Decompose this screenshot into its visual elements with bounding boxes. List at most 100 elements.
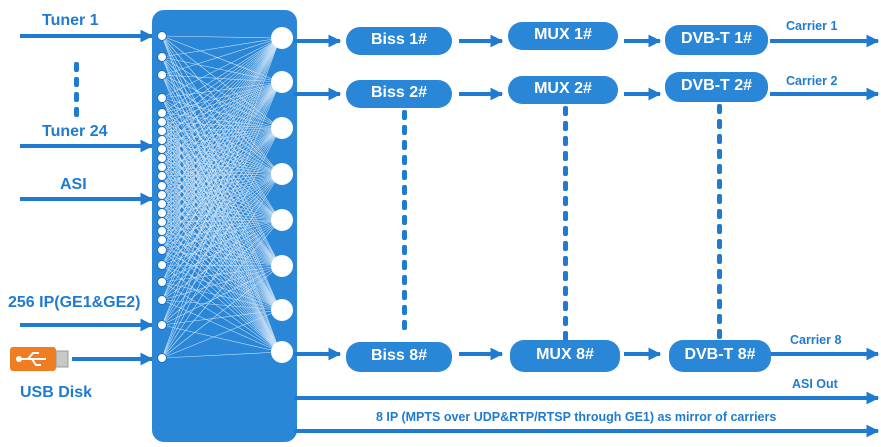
input-port xyxy=(157,93,167,103)
biss-2-box xyxy=(346,80,452,108)
input-port xyxy=(157,260,167,270)
ellipsis-dot xyxy=(563,151,568,161)
input-port xyxy=(157,295,167,305)
input-port xyxy=(157,320,167,330)
ellipsis-dot xyxy=(717,119,722,129)
ip-mirror-label: 8 IP (MPTS over UDP&RTP/RTSP through GE1… xyxy=(376,410,777,424)
mux-2-label: MUX 2# xyxy=(534,80,592,97)
biss-8-label: Biss 8# xyxy=(370,347,428,364)
dvbt-2-box xyxy=(665,72,768,102)
input-port xyxy=(157,199,167,209)
input-port xyxy=(157,181,167,191)
carrier-8-label: Carrier 8 xyxy=(790,333,842,347)
input-port xyxy=(157,108,167,118)
input-port xyxy=(157,144,167,154)
dvbt-2-label: DVB-T 2# xyxy=(680,77,753,94)
ellipsis-dot xyxy=(402,305,407,315)
input-port xyxy=(157,70,167,80)
ellipsis-dot xyxy=(563,121,568,131)
input-port xyxy=(157,208,167,218)
carrier-1-label: Carrier 1 xyxy=(786,19,838,33)
ellipsis-dot xyxy=(563,166,568,176)
usb-disk-label: USB Disk xyxy=(20,384,93,401)
ellipsis-dot xyxy=(563,196,568,206)
ellipsis-dot xyxy=(402,110,407,120)
ellipsis-dot xyxy=(402,125,407,135)
asi-input-label: ASI xyxy=(60,176,87,193)
dvbt-1-label: DVB-T 1# xyxy=(680,30,753,47)
biss-1-box xyxy=(346,27,452,55)
ellipsis-dot xyxy=(717,269,722,279)
input-port xyxy=(157,52,167,62)
routing-matrix xyxy=(152,10,297,442)
ip-input-label: 256 IP(GE1&GE2) xyxy=(8,294,141,311)
chain-arrows xyxy=(294,34,880,438)
output-port xyxy=(271,209,293,231)
ellipsis-dot xyxy=(563,316,568,326)
output-port xyxy=(271,299,293,321)
ellipsis-dot xyxy=(717,209,722,219)
ellipsis-dot xyxy=(563,106,568,116)
tuner-24-label: Tuner 24 xyxy=(42,123,108,140)
ellipsis-dot xyxy=(717,149,722,159)
ellipsis-dot xyxy=(563,226,568,236)
ellipsis-dot xyxy=(563,331,568,341)
input-port xyxy=(157,162,167,172)
mux-1-label: MUX 1# xyxy=(534,26,592,43)
ellipsis-dot xyxy=(563,241,568,251)
biss-1-label: Biss 1# xyxy=(370,31,428,48)
ellipsis-dot xyxy=(717,164,722,174)
output-port xyxy=(271,71,293,93)
ellipsis-dot xyxy=(563,211,568,221)
input-port xyxy=(157,235,167,245)
mux-2-box xyxy=(508,76,618,104)
ellipsis-dot xyxy=(402,320,407,330)
output-port xyxy=(271,117,293,139)
ellipsis-dot xyxy=(563,136,568,146)
processing-boxes xyxy=(346,22,771,372)
ellipsis-dot xyxy=(563,181,568,191)
ellipsis-dot xyxy=(402,185,407,195)
ellipsis-dot xyxy=(717,314,722,324)
ellipsis-dot xyxy=(717,299,722,309)
ellipsis-dot xyxy=(717,284,722,294)
ellipsis-dot xyxy=(717,329,722,339)
ellipsis-dot xyxy=(717,134,722,144)
ellipsis-dot xyxy=(402,230,407,240)
biss-2-label: Biss 2# xyxy=(370,84,428,101)
dvbt-1-box xyxy=(665,25,768,55)
output-port xyxy=(271,341,293,363)
input-port xyxy=(157,226,167,236)
carrier-2-label: Carrier 2 xyxy=(786,74,838,88)
dvbt-8-label: DVB-T 8# xyxy=(684,346,756,363)
input-port xyxy=(157,126,167,136)
ellipsis-dot xyxy=(402,170,407,180)
input-port xyxy=(157,135,167,145)
input-port xyxy=(157,117,167,127)
input-port xyxy=(157,31,167,41)
ellipsis-dot xyxy=(402,245,407,255)
mux-8-label: MUX 8# xyxy=(536,346,594,363)
asi-out-label: ASI Out xyxy=(792,377,838,391)
ellipsis-dot xyxy=(402,155,407,165)
ellipsis-dot xyxy=(402,290,407,300)
input-port xyxy=(157,277,167,287)
ellipsis-dot xyxy=(563,301,568,311)
input-port xyxy=(157,245,167,255)
dvbt-8-box xyxy=(669,340,771,372)
mux-8-box xyxy=(510,340,620,372)
ellipsis-dot xyxy=(402,200,407,210)
channel-ellipsis-dots xyxy=(402,104,722,341)
ellipsis-dot xyxy=(563,256,568,266)
ellipsis-dot xyxy=(717,254,722,264)
ellipsis-dot xyxy=(402,275,407,285)
output-port xyxy=(271,255,293,277)
ellipsis-dot xyxy=(402,140,407,150)
output-port xyxy=(271,163,293,185)
input-port xyxy=(157,171,167,181)
ellipsis-dot xyxy=(717,194,722,204)
ellipsis-dot xyxy=(717,104,722,114)
input-port xyxy=(157,190,167,200)
ellipsis-dot xyxy=(402,260,407,270)
